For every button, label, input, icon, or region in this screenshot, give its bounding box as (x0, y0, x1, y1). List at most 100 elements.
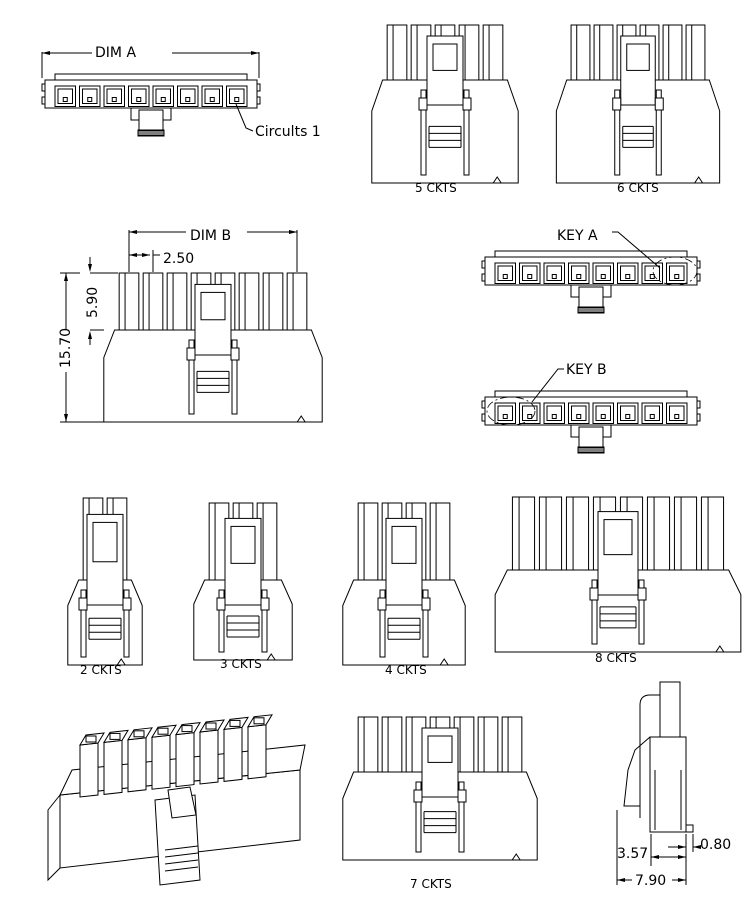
terminal-slot (600, 274, 606, 279)
cavity-inner (571, 265, 587, 281)
iso-tower-top (103, 729, 129, 744)
terminal-tower (238, 272, 260, 333)
side-rib (696, 413, 701, 422)
iso-grip-rib (164, 845, 199, 851)
connector-body (342, 579, 466, 666)
terminal-tower (386, 24, 408, 83)
cavity-inner (644, 265, 660, 281)
circuits-1-label: Circults 1 (255, 124, 321, 140)
connector-body (342, 771, 538, 861)
circuit-cavity (543, 402, 565, 424)
iso-cavity (253, 717, 265, 725)
iso-grip-rib (164, 852, 199, 858)
dimension-arrow (129, 253, 137, 257)
connector-body (494, 569, 742, 653)
side-rib (256, 83, 261, 92)
latch-leg-left (614, 89, 621, 176)
cavity-inner (106, 88, 122, 104)
terminal-slot (551, 274, 557, 279)
terminal-slot (625, 414, 631, 419)
circuit-cavity (617, 262, 639, 284)
latch-leg-left (420, 89, 427, 176)
terminal-slot (576, 414, 582, 419)
side-rib (481, 413, 486, 422)
iso-cavity (133, 730, 145, 738)
circuit-cavity (592, 262, 614, 284)
latch-top (578, 286, 604, 308)
dimension-arrow (678, 878, 686, 882)
latch-hook-right (122, 597, 132, 611)
cavity-inner (595, 265, 611, 281)
cavity-inner (595, 405, 611, 421)
side-view (616, 681, 701, 885)
latch-leg-left (415, 781, 422, 853)
latch-hook-right (654, 97, 664, 111)
key-b-view (481, 368, 701, 454)
polarization-mark (439, 658, 449, 666)
housing-rim (494, 250, 688, 258)
side-rib (481, 260, 486, 269)
latch-leg-right (458, 781, 465, 853)
polarization-mark (116, 658, 126, 666)
dimension-arrow (129, 230, 137, 234)
circuit-cavity (519, 262, 541, 284)
terminal-slot (87, 97, 93, 102)
key-a-leader (612, 231, 661, 269)
iso-latch-top (167, 786, 197, 819)
latch-hook-left (612, 97, 622, 111)
terminal-slot (625, 274, 631, 279)
iso-tower (79, 742, 99, 798)
terminal-tower (511, 496, 536, 573)
latch-window (603, 519, 633, 556)
terminal-slot (674, 414, 680, 419)
dimension-arrow (678, 855, 686, 859)
iso-tower-top (79, 732, 105, 746)
circuit-cavity (666, 262, 688, 284)
latch-hook-left (589, 587, 599, 601)
iso-tower-top (127, 727, 153, 741)
latch (597, 511, 639, 596)
latch-hook-right (457, 789, 467, 803)
iso-cavity (85, 735, 97, 743)
iso-tower-top (199, 719, 225, 733)
dimension-arrow (88, 331, 92, 339)
latch-window (92, 521, 118, 563)
connector-body (371, 79, 519, 184)
tower-height-dimension: 5.90 (85, 287, 101, 318)
iso-tower-top (247, 714, 273, 728)
circuit-cavity (177, 85, 199, 107)
iso-grip-rib (164, 859, 199, 865)
latch-leg-left (379, 589, 386, 658)
cavity-inner (131, 88, 147, 104)
cavity-inner (82, 88, 98, 104)
latch-window (391, 525, 417, 564)
iso-tower-top (175, 721, 201, 736)
latch-window (230, 525, 256, 564)
key-a-highlight (652, 256, 698, 286)
latch-hook-right (421, 597, 431, 611)
side-rib (41, 96, 46, 105)
terminal-tower (482, 24, 504, 83)
latch-leg-right (231, 339, 238, 415)
iso-grip-rib (164, 866, 199, 872)
terminal-slot (551, 414, 557, 419)
terminal-tower (673, 496, 698, 573)
cavity-inner (620, 265, 636, 281)
polarization-mark (266, 653, 276, 661)
circuit-cavity (494, 262, 516, 284)
latch-hook-left (78, 597, 88, 611)
dimension-arrow (42, 51, 50, 55)
housing-face (484, 256, 698, 286)
terminal-slot (674, 274, 680, 279)
side-rib (481, 400, 486, 409)
side-rib (696, 260, 701, 269)
side-tab (685, 824, 694, 833)
cavity-inner (155, 88, 171, 104)
circuit-cavity (568, 262, 590, 284)
housing-face (44, 79, 258, 109)
dimension-arrow (142, 253, 150, 257)
iso-cavity (205, 722, 217, 730)
iso-tower (103, 739, 123, 795)
latch-leg-right (638, 579, 645, 645)
cavity-inner (180, 88, 196, 104)
